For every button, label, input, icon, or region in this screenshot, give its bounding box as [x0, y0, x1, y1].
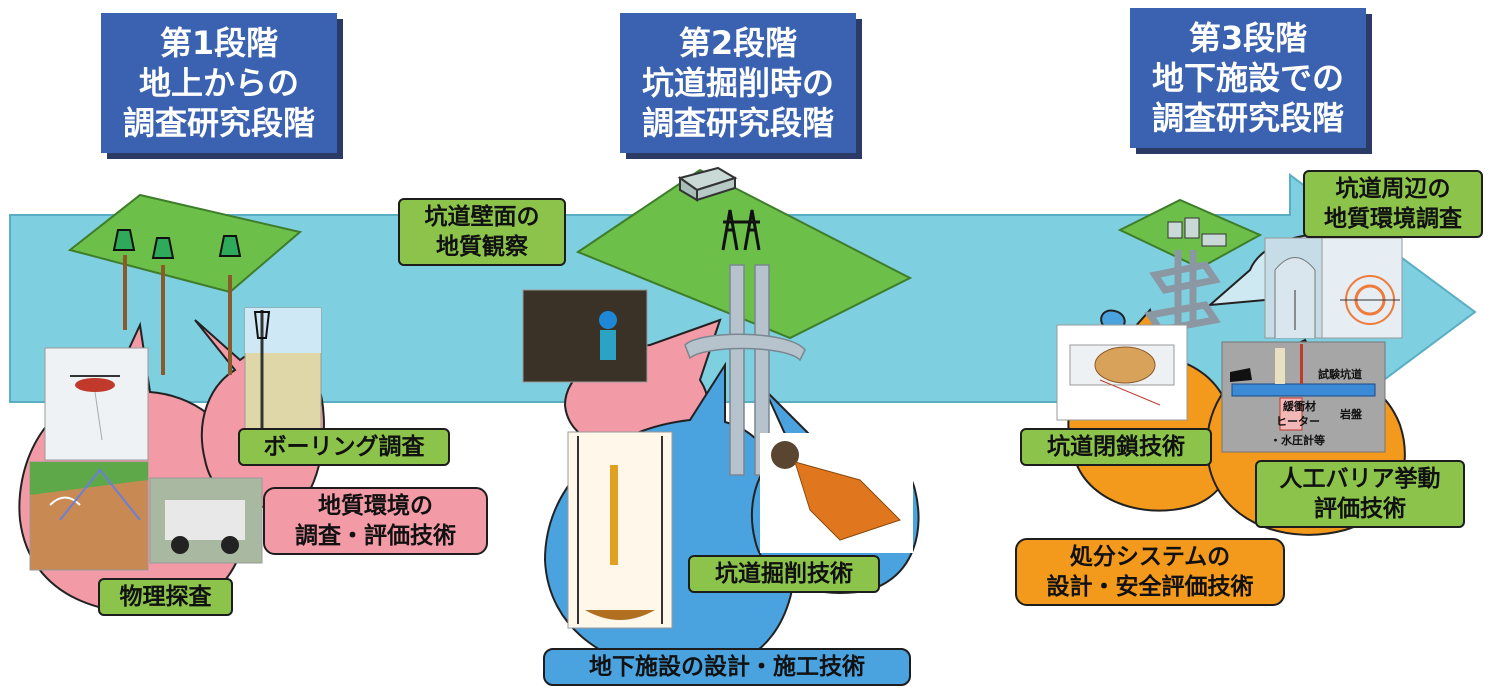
helicopter-photo	[44, 347, 149, 461]
tunnel-monitoring-photo	[1321, 237, 1403, 339]
label-barrier: 人工バリア挙動 評価技術	[1255, 460, 1465, 528]
tunnel-closure-diagram	[1056, 324, 1188, 421]
diagram-label-piezometer: ・水圧計等	[1270, 434, 1325, 447]
tunnel-survey-photo	[1264, 237, 1326, 339]
ground-plane-stage1	[67, 193, 303, 294]
label-geo-env-line-1: 地質環境の	[318, 493, 433, 519]
label-barrier-line-2: 評価技術	[1314, 496, 1406, 522]
label-wall-observation: 坑道壁面の 地質観察	[398, 198, 566, 266]
stage-2-line-3: 調査研究段階	[641, 104, 834, 142]
roadheader-machine-photo	[760, 433, 913, 553]
label-wall-observation-line-1: 坑道壁面の	[424, 204, 540, 230]
label-wall-observation-line-2: 地質観察	[436, 234, 528, 260]
stage-3-line-3: 調査研究段階	[1151, 99, 1344, 137]
engineered-barrier-diagram	[1221, 341, 1386, 453]
diagram-label-heater: ヒーター	[1276, 415, 1320, 428]
stage-1-line-1: 第1段階	[159, 24, 279, 62]
label-boring: ボーリング調査	[238, 428, 450, 466]
label-design-construction: 地下施設の設計・施工技術	[543, 648, 911, 686]
headframe-icon	[721, 209, 761, 251]
stage-1-box: 第1段階 地上からの 調査研究段階	[101, 13, 337, 153]
stage-2-line-2: 坑道掘削時の	[641, 64, 834, 102]
diagram-label-buffer: 緩衝材	[1283, 400, 1316, 413]
stage-2-line-1: 第2段階	[678, 24, 798, 62]
diagram-label-rock: 岩盤	[1340, 408, 1362, 421]
label-disposal-line-1: 処分システムの	[1069, 544, 1231, 570]
label-geo-env-line-2: 調査・評価技術	[295, 523, 456, 549]
stage-2-box: 第2段階 坑道掘削時の 調査研究段階	[620, 13, 856, 153]
stage-3-box: 第3段階 地下施設での 調査研究段階	[1130, 8, 1366, 148]
stage-1-line-3: 調査研究段階	[122, 104, 315, 142]
label-closure: 坑道閉鎖技術	[1020, 428, 1212, 466]
label-design-construction-text: 地下施設の設計・施工技術	[589, 654, 865, 680]
label-barrier-line-1: 人工バリア挙動	[1279, 466, 1441, 492]
drill-rig-icon	[151, 237, 175, 259]
surface-building-icon	[1167, 221, 1183, 239]
label-surrounding-survey: 坑道周辺の 地質環境調査	[1303, 170, 1483, 238]
label-excavation-text: 坑道掘削技術	[715, 561, 853, 587]
drill-rig-icon	[112, 229, 136, 251]
diagram-label-test-tunnel: 試験坑道	[1318, 368, 1362, 381]
label-physical-text: 物理探査	[119, 584, 212, 610]
ground-plane-stage2	[575, 168, 913, 340]
drill-rig-icon	[218, 235, 242, 257]
label-excavation: 坑道掘削技術	[688, 555, 880, 593]
wall-observation-photo	[522, 289, 648, 383]
label-geo-env: 地質環境の 調査・評価技術	[263, 487, 488, 555]
label-surrounding-survey-line-2: 地質環境調査	[1324, 206, 1462, 232]
shaft-excavation-diagram	[567, 431, 673, 629]
stage-3-line-2: 地下施設での	[1151, 59, 1344, 97]
label-surrounding-survey-line-1: 坑道周辺の	[1335, 176, 1451, 202]
label-closure-text: 坑道閉鎖技術	[1047, 434, 1185, 460]
label-disposal: 処分システムの 設計・安全評価技術	[1015, 538, 1285, 606]
stage-1-line-2: 地上からの	[138, 64, 299, 102]
vibroseis-truck-photo	[149, 477, 263, 564]
label-boring-text: ボーリング調査	[263, 434, 425, 460]
label-disposal-line-2: 設計・安全評価技術	[1046, 574, 1254, 600]
stage-3-line-1: 第3段階	[1188, 19, 1308, 57]
label-physical: 物理探査	[98, 578, 233, 616]
survey-cross-section-photo	[29, 461, 149, 571]
tractor-icon	[1230, 368, 1252, 382]
